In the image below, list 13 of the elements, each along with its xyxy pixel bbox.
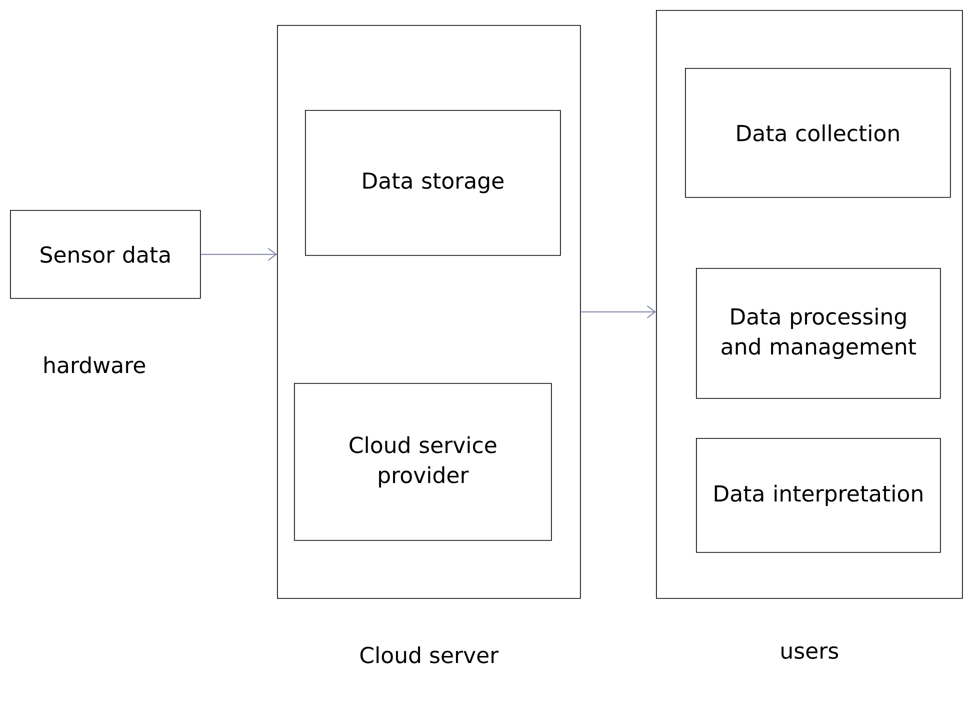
container-box [277,25,581,664]
node-label: users [782,646,838,659]
process-box: Data processing and management [696,268,941,399]
process-box: Data storage [305,110,561,256]
node-label: Cloud server [360,646,499,664]
arrow [580,305,656,318]
process-box: Cloud service provider [294,383,552,541]
container-box [656,10,963,659]
process-box: Data collection [685,68,951,198]
process-box: Data interpretation [696,438,941,553]
arrow [200,248,277,261]
process-box: Sensor data hardware [10,210,201,374]
node-label: hardware [44,356,146,374]
